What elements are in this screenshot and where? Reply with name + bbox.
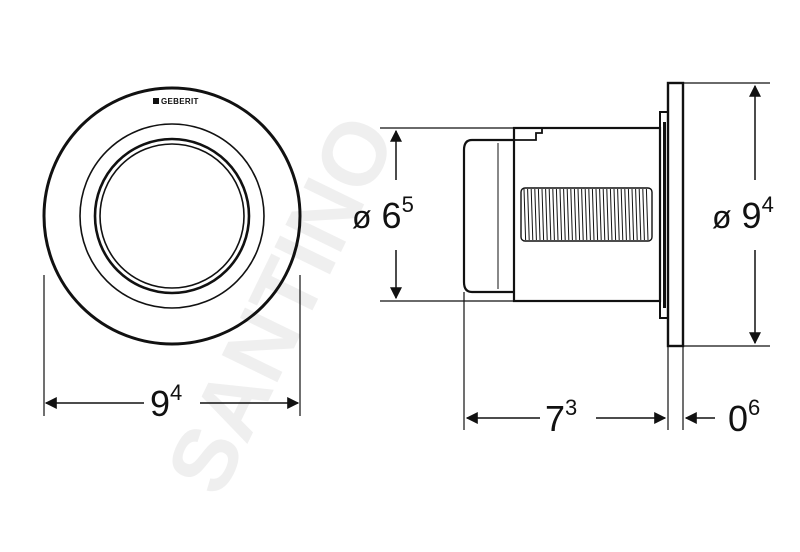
button-dia-base: 6: [382, 195, 402, 236]
button-dia-sup: 5: [402, 192, 414, 217]
depth-label: 73: [545, 395, 577, 439]
thread-line: [620, 188, 624, 241]
front-width-sup: 4: [170, 380, 182, 405]
thickness-label: 06: [728, 395, 760, 439]
thread-line: [635, 188, 638, 241]
logo-text: GEBERIT: [161, 97, 199, 106]
thread-line: [631, 188, 635, 241]
thread-line: [588, 188, 591, 241]
thread-line: [527, 188, 530, 241]
thread-line: [602, 188, 606, 241]
thread-line: [534, 188, 537, 241]
thread-line: [577, 188, 581, 241]
thread-line: [555, 188, 559, 241]
thread-line: [624, 188, 627, 241]
bezel-ring-inner: [93, 137, 251, 295]
depth-base: 7: [545, 398, 565, 439]
thread-line: [566, 188, 570, 241]
thread-pattern: [520, 187, 653, 242]
thread-line: [548, 188, 552, 241]
thread-outline: [520, 187, 653, 242]
watermark: SANTINO: [148, 101, 415, 509]
front-width-label: 94: [150, 380, 182, 424]
thread-line: [530, 188, 534, 241]
thread-line: [645, 188, 649, 241]
push-button-side: [462, 138, 514, 294]
depth-sup: 3: [565, 395, 577, 420]
thread-line: [541, 188, 545, 241]
thread-line: [591, 188, 595, 241]
front-width-base: 9: [150, 383, 170, 424]
thread-line: [570, 188, 573, 241]
brand-logo: GEBERIT: [153, 97, 199, 106]
button-dia-prefix: ø: [352, 199, 372, 235]
thread-line: [599, 188, 602, 241]
thread-line: [552, 188, 555, 241]
thread-line: [545, 188, 548, 241]
thread-line: [537, 188, 541, 241]
bezel-ring-outer: [79, 123, 265, 309]
thread-line: [559, 188, 563, 241]
thread-line: [584, 188, 588, 241]
body-top-lip: [514, 128, 543, 141]
thread-line: [613, 188, 617, 241]
thread-line: [638, 188, 642, 241]
push-button-face: [99, 143, 245, 289]
thread-line: [581, 188, 584, 241]
wall-plate: [666, 81, 685, 348]
thread-line: [523, 188, 527, 241]
plate-dia-sup: 4: [762, 192, 774, 217]
thread-line: [573, 188, 577, 241]
actuator-body: [512, 126, 662, 303]
thread-line: [627, 188, 631, 241]
plate-dia-prefix: ø: [712, 199, 732, 235]
logo-mark-icon: [153, 98, 159, 104]
thread-line: [595, 188, 599, 241]
thickness-base: 0: [728, 398, 748, 439]
thread-line: [563, 188, 566, 241]
outer-plate-outline: [42, 86, 302, 346]
plate-dia-base: 9: [742, 195, 762, 236]
thread-line: [606, 188, 609, 241]
thread-line: [642, 188, 645, 241]
gasket-seal: [663, 122, 666, 308]
front-view: GEBERIT 94: [42, 86, 302, 424]
thread-line: [609, 188, 613, 241]
thickness-sup: 6: [748, 395, 760, 420]
thread-line: [617, 188, 620, 241]
